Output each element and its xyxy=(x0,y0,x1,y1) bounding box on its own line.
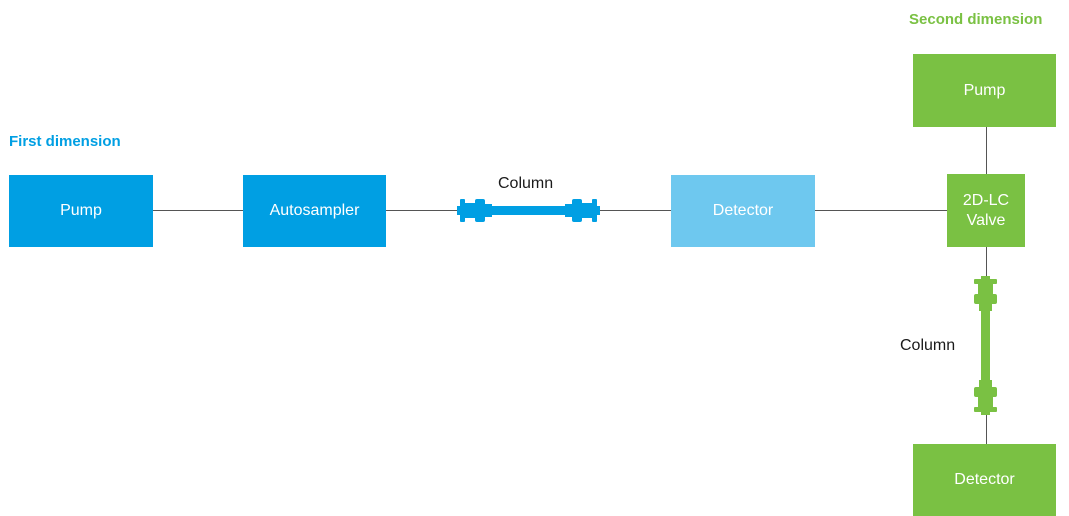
first-detector-box: Detector xyxy=(671,175,815,247)
first-detector-label: Detector xyxy=(712,202,774,219)
connector-pump-autosampler xyxy=(153,210,244,211)
second-pump-label: Pump xyxy=(963,81,1006,99)
first-dimension-heading: First dimension xyxy=(9,133,121,150)
connector-pump2-valve xyxy=(986,127,987,174)
autosampler-label: Autosampler xyxy=(269,202,360,219)
first-column-label: Column xyxy=(498,175,554,192)
second-column-label: Column xyxy=(900,337,956,354)
second-pump-box: Pump xyxy=(913,54,1056,127)
second-dimension-heading: Second dimension xyxy=(909,11,1043,28)
first-column-icon xyxy=(457,199,600,222)
first-pump-label: Pump xyxy=(60,202,102,219)
connector-autosampler-column xyxy=(386,210,458,211)
valve-label-line1: 2D-LC xyxy=(962,191,1010,209)
valve-label-line2: Valve xyxy=(966,211,1006,229)
connector-detector-valve xyxy=(815,210,947,211)
second-detector-label: Detector xyxy=(954,471,1015,488)
valve-box: 2D-LC Valve xyxy=(947,174,1025,247)
connector-valve-column2 xyxy=(986,247,987,277)
first-pump-box: Pump xyxy=(9,175,153,247)
connector-column2-detector2 xyxy=(986,413,987,445)
second-detector-box: Detector xyxy=(913,444,1056,516)
autosampler-box: Autosampler xyxy=(243,175,386,247)
second-column-icon xyxy=(974,276,997,415)
connector-column-detector xyxy=(599,210,671,211)
